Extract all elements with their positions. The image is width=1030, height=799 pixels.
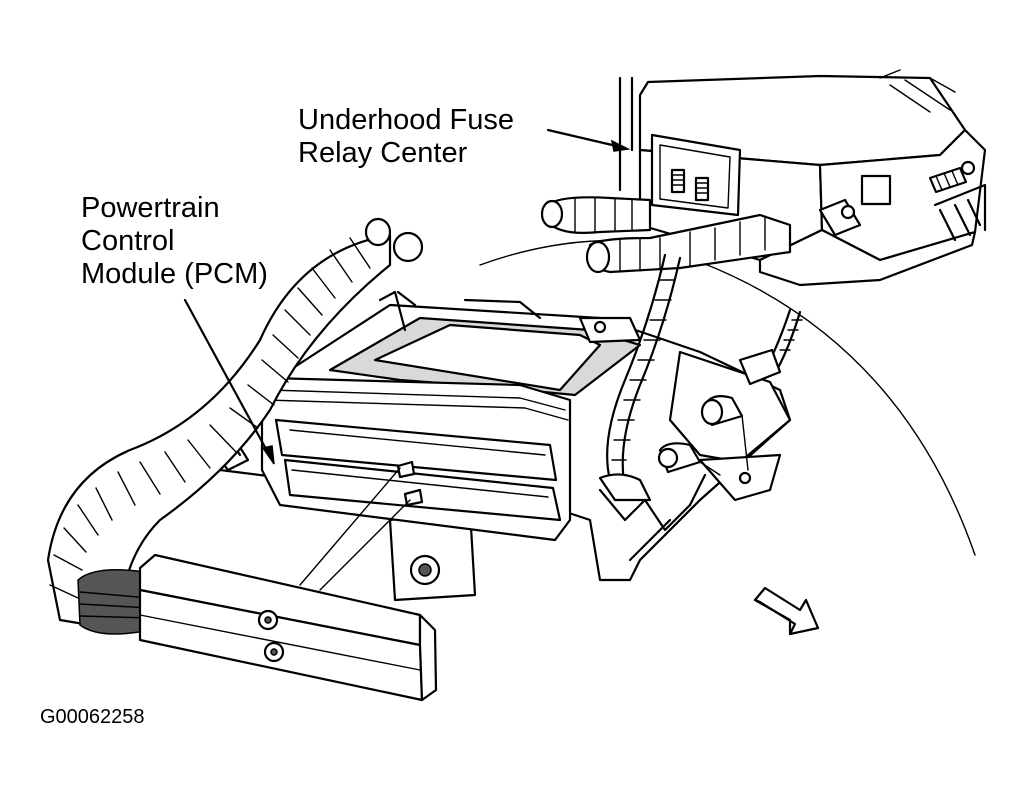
pcm-module <box>260 376 572 542</box>
vehicle-front-arrow <box>753 586 820 636</box>
alignment-guides <box>299 467 411 591</box>
terminal-studs <box>670 168 710 202</box>
fuse-relay-center-label-line: Underhood Fuse <box>298 104 515 136</box>
battery-stud <box>928 160 976 194</box>
figure-id: G00062258 <box>40 706 145 728</box>
fuse-relay-center-label-line: Relay Center <box>298 137 468 169</box>
fuse-center-harness <box>540 196 792 274</box>
pcm-label: Powertrain Control Module (PCM) <box>81 192 268 291</box>
leader-lines <box>183 128 631 465</box>
mounting-bolt <box>388 508 477 602</box>
main-wiring-harness <box>46 217 424 635</box>
pcm-label-line: Powertrain <box>81 192 220 224</box>
pcm-label-line: Module (PCM) <box>81 258 268 290</box>
sensor-harness <box>598 253 803 502</box>
underhood-fuse-relay-center <box>618 69 987 287</box>
harness-connector <box>138 553 438 702</box>
fuse-relay-center-label: Underhood Fuse Relay Center <box>298 104 514 170</box>
pcm-label-line: Control <box>81 225 175 257</box>
